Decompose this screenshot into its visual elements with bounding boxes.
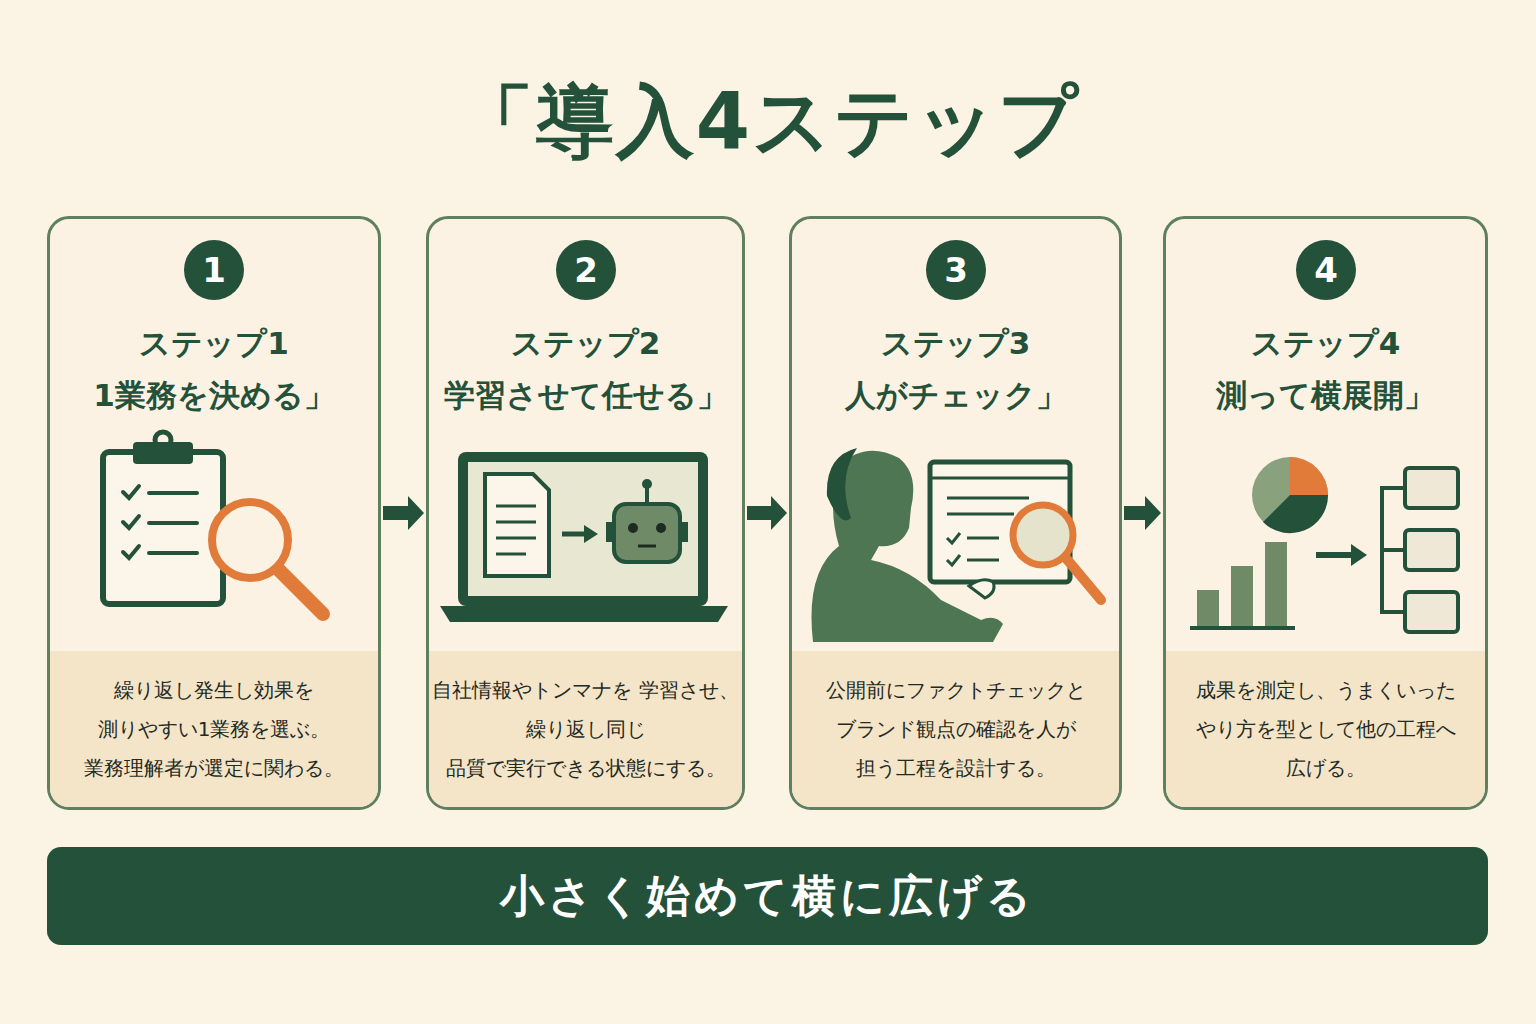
flow-arrow xyxy=(383,496,424,530)
step-number-circle: 2 xyxy=(556,240,616,300)
arrow-shape xyxy=(747,496,787,530)
step-description: 成果を測定し、うまくいった やり方を型として他の工程へ 広げる。 xyxy=(1171,671,1481,788)
step-description: 繰り返し発生し効果を 測りやすい1業務を選ぶ。 業務理解者が選定に関わる。 xyxy=(59,671,369,788)
step-heading: ステップ3 人がチェック」 xyxy=(806,317,1106,421)
step-card: ステップ4 測って横展開」成果を測定し、うまくいった やり方を型として他の工程へ… xyxy=(1163,216,1488,810)
step-card: ステップ2 学習させて任せる」自社情報やトンマナを 学習させ、繰り返し同じ 品質… xyxy=(426,216,745,810)
diagram-title: 「導入4ステップ xyxy=(0,70,1536,175)
arrow-shape xyxy=(1124,496,1161,530)
step-number: 4 xyxy=(1314,250,1338,290)
step-card: ステップ3 人がチェック」公開前にファクトチェックと ブランド観点の確認を人が … xyxy=(789,216,1122,810)
step-card: ステップ1 1業務を決める」繰り返し発生し効果を 測りやすい1業務を選ぶ。 業務… xyxy=(47,216,381,810)
step-number: 3 xyxy=(944,250,968,290)
step-description-panel: 成果を測定し、うまくいった やり方を型として他の工程へ 広げる。 xyxy=(1166,651,1485,807)
flow-arrow xyxy=(747,496,787,530)
summary-band: 小さく始めて横に広げる xyxy=(47,847,1488,945)
step-heading: ステップ1 1業務を決める」 xyxy=(64,317,364,421)
step-number-circle: 4 xyxy=(1296,240,1356,300)
step-number: 2 xyxy=(574,250,598,290)
step-description-panel: 繰り返し発生し効果を 測りやすい1業務を選ぶ。 業務理解者が選定に関わる。 xyxy=(50,651,378,807)
step-description-panel: 自社情報やトンマナを 学習させ、繰り返し同じ 品質で実行できる状態にする。 xyxy=(429,651,742,807)
summary-text: 小さく始めて横に広げる xyxy=(500,867,1035,926)
arrow-shape xyxy=(383,496,424,530)
flow-arrow xyxy=(1124,496,1161,530)
step-heading: ステップ4 測って横展開」 xyxy=(1176,317,1476,421)
step-number-circle: 1 xyxy=(184,240,244,300)
step-description: 自社情報やトンマナを 学習させ、繰り返し同じ 品質で実行できる状態にする。 xyxy=(431,671,741,788)
step-number: 1 xyxy=(202,250,226,290)
step-description: 公開前にファクトチェックと ブランド観点の確認を人が 担う工程を設計する。 xyxy=(801,671,1111,788)
step-number-circle: 3 xyxy=(926,240,986,300)
step-description-panel: 公開前にファクトチェックと ブランド観点の確認を人が 担う工程を設計する。 xyxy=(792,651,1119,807)
step-heading: ステップ2 学習させて任せる」 xyxy=(436,317,736,421)
